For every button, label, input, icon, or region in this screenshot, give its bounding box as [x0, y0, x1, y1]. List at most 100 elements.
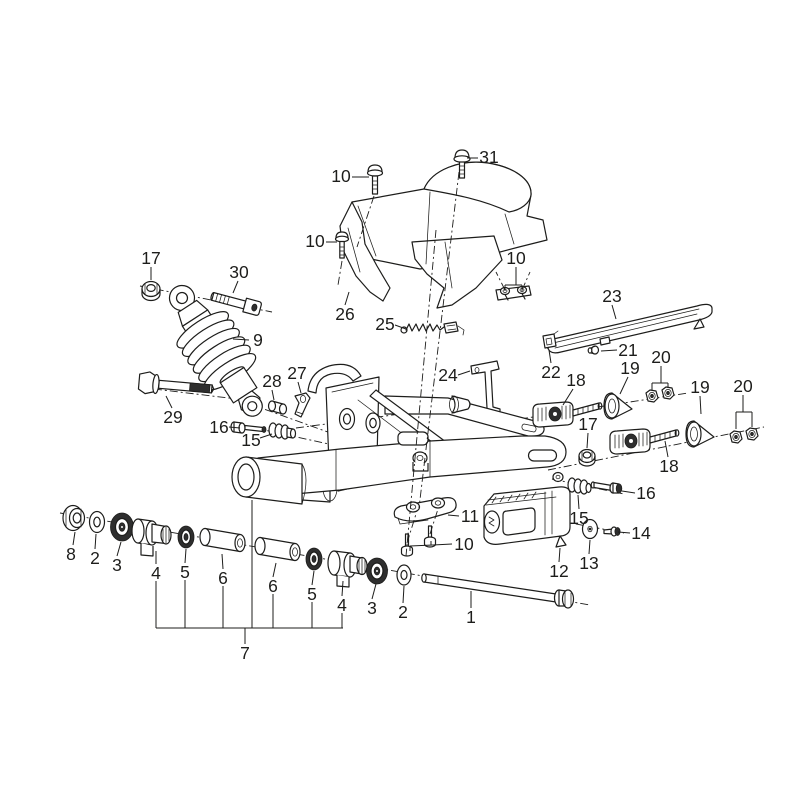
part-8-flange-nut	[62, 504, 86, 532]
leader-part-4	[341, 580, 344, 597]
leader-part-19	[619, 376, 629, 395]
part-label-31-44: 31	[479, 147, 498, 167]
part-1-axle-bolt	[421, 573, 575, 609]
part-label-27-40: 27	[287, 363, 306, 383]
part-label-2-2: 2	[398, 602, 408, 622]
part-label-10-17: 10	[454, 534, 474, 554]
part-3-bearing-b	[366, 557, 388, 585]
part-2-washer-a	[88, 510, 106, 534]
part-label-22-35: 22	[541, 362, 560, 382]
part-10-screw-a	[366, 164, 384, 195]
part-9-shock-absorber	[168, 284, 263, 417]
leader-part-21	[600, 349, 618, 352]
swingarm	[231, 363, 567, 505]
part-label-16-25: 16	[636, 483, 655, 503]
part-14-screw	[603, 526, 621, 537]
part-label-6-9: 6	[218, 568, 228, 588]
part-label-5-8: 5	[307, 584, 317, 604]
part-12-chain-guide	[483, 486, 571, 548]
leader-part-25	[394, 324, 407, 330]
part-label-26-39: 26	[335, 304, 354, 324]
part-label-23-36: 23	[602, 286, 621, 306]
part-21-screw	[587, 345, 600, 355]
part-22-clip	[542, 330, 559, 349]
part-19-cone-a	[603, 392, 633, 420]
part-label-10-16: 10	[506, 248, 526, 268]
leader-part-19	[699, 395, 702, 415]
part-label-8-12: 8	[66, 544, 76, 564]
part-20-nut-a2	[661, 386, 675, 400]
leader-part-12	[558, 547, 561, 563]
leader-part-26	[344, 291, 350, 306]
part-label-24-37: 24	[438, 365, 458, 385]
part-30-bolt	[210, 291, 262, 316]
part-4-bushing-b	[327, 550, 368, 588]
centerline-over-7	[429, 508, 439, 535]
part-5-seal-a	[177, 525, 195, 549]
part-label-2-1: 2	[90, 548, 100, 568]
part-label-5-7: 5	[180, 562, 190, 582]
part-label-16-24: 16	[209, 417, 228, 437]
centerline-3	[249, 403, 351, 441]
part-label-11-18: 11	[461, 506, 479, 526]
part-label-21-34: 21	[618, 340, 637, 360]
part-28-bolt	[267, 400, 288, 415]
leader-part-18	[562, 388, 574, 406]
label-group-brackets	[155, 284, 753, 629]
part-label-14-21: 14	[631, 523, 651, 543]
part-6-spacer-b	[254, 536, 301, 562]
part-29-bolt	[137, 371, 215, 395]
leader-part-10	[432, 543, 453, 546]
part-label-29-42: 29	[163, 407, 182, 427]
leader-part-2	[94, 533, 97, 550]
part-17-nut-a	[141, 280, 161, 302]
leader-part-30	[232, 280, 239, 294]
spring-coils	[176, 311, 257, 391]
leader-part-14	[617, 531, 631, 534]
part-6-spacer-a	[199, 527, 246, 553]
part-label-10-15: 10	[305, 231, 325, 251]
part-26-rear-fender	[339, 161, 548, 309]
part-15-bushing-b	[567, 477, 592, 495]
leader-part-11	[447, 514, 460, 517]
part-20-nut-a1	[645, 389, 659, 403]
group-10-slider	[409, 544, 434, 547]
part-label-28-41: 28	[262, 371, 281, 391]
part-20-nut-b2	[745, 427, 759, 441]
part-16-bolt-b	[590, 481, 623, 494]
part-label-15-22: 15	[241, 430, 260, 450]
label-leader-lines	[72, 157, 702, 644]
part-label-15-23: 15	[569, 508, 588, 528]
centerline-over-2	[356, 195, 375, 248]
part-27-bracket	[294, 392, 311, 418]
part-label-3-3: 3	[112, 555, 122, 575]
part-label-20-33: 20	[733, 376, 753, 396]
part-label-1-0: 1	[466, 607, 476, 627]
part-label-18-28: 18	[566, 370, 585, 390]
leader-part-15	[259, 433, 273, 439]
part-2-washer-b	[396, 564, 412, 586]
leader-part-16	[621, 490, 636, 494]
centerline-over-3	[337, 260, 343, 286]
part-3-bearing-a	[110, 512, 134, 542]
leader-part-22	[548, 349, 552, 364]
part-label-20-32: 20	[651, 347, 671, 367]
part-13-washer	[581, 518, 599, 540]
leader-part-24	[457, 370, 471, 376]
part-label-25-38: 25	[375, 314, 394, 334]
part-label-17-27: 17	[578, 414, 597, 434]
part-20-nut-b1	[729, 430, 743, 444]
part-label-7-11: 7	[240, 643, 250, 663]
leader-part-16	[228, 426, 241, 429]
part-label-9-13: 9	[253, 330, 263, 350]
part-label-6-10: 6	[268, 576, 278, 596]
part-4-bushing-a	[131, 518, 172, 557]
dropout-slot	[527, 449, 558, 462]
leader-part-6	[272, 562, 277, 578]
part-label-30-43: 30	[229, 262, 249, 282]
leader-part-6	[221, 553, 224, 570]
part-label-10-14: 10	[331, 166, 351, 186]
part-11-chain-slider	[393, 497, 457, 525]
part-10-screw-b	[334, 231, 350, 259]
